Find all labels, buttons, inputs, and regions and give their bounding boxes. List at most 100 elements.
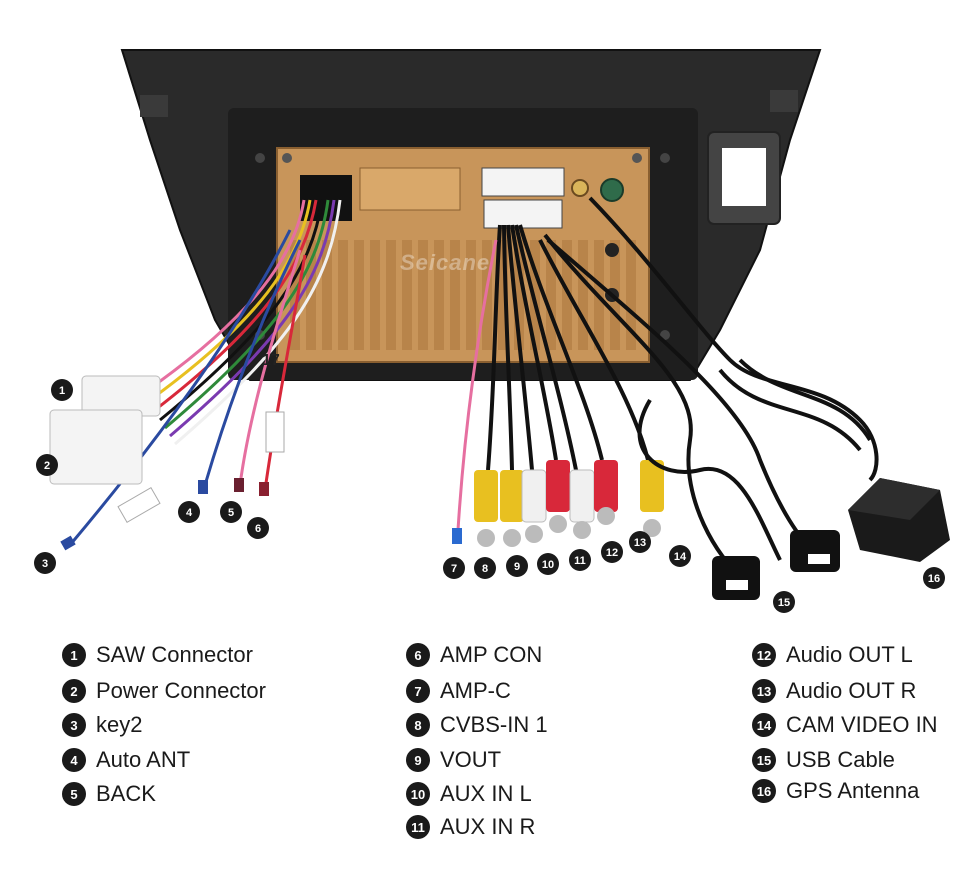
brand-watermark: Seicane	[400, 250, 491, 275]
bezel-bracket-window	[722, 148, 766, 206]
amp-c-wire	[456, 239, 498, 531]
callout-12: 12	[601, 541, 623, 563]
legend-label: Audio OUT L	[786, 642, 913, 667]
legend-item: 14 CAM VIDEO IN	[752, 712, 938, 738]
legend-item: 13 Audio OUT R	[752, 678, 916, 704]
legend-number-badge: 11	[406, 815, 430, 839]
legend-label: CAM VIDEO IN	[786, 712, 938, 737]
legend-item: 11 AUX IN R	[406, 814, 535, 840]
power-connector	[49, 409, 143, 485]
legend-label: Audio OUT R	[786, 678, 917, 703]
callout-number: 11	[574, 555, 586, 567]
callout-number: 12	[606, 547, 618, 559]
callout-number: 5	[228, 507, 234, 519]
callout-number: 2	[44, 460, 50, 472]
rca-plug-aux-in-l	[521, 469, 547, 543]
legend-number-badge: 2	[62, 679, 86, 703]
amp-c-tip	[452, 528, 462, 544]
callout-number: 9	[514, 561, 520, 573]
label-tag-auto-ant	[117, 487, 161, 523]
callout-number: 10	[542, 559, 554, 571]
legend-label: AUX IN L	[440, 781, 532, 806]
callout-4: 4	[178, 501, 200, 523]
radio-antenna-socket	[600, 178, 624, 202]
callout-16: 16	[923, 567, 945, 589]
legend-item: 5 BACK	[62, 781, 156, 807]
legend-number-badge: 14	[752, 713, 776, 737]
callout-number: 6	[255, 523, 261, 535]
legend-label: SAW Connector	[96, 642, 253, 667]
legend-item: 8 CVBS-IN 1	[406, 712, 548, 738]
panel-port-1	[605, 243, 619, 257]
legend-number-badge: 10	[406, 782, 430, 806]
callout-number: 16	[928, 573, 940, 585]
rca-plug-cam-video-in	[640, 460, 664, 537]
rca-plug-audio-out-l	[569, 469, 595, 539]
gps-antenna	[848, 478, 950, 562]
legend-label: GPS Antenna	[786, 778, 920, 803]
legend-label: key2	[96, 712, 143, 737]
legend-number-badge: 4	[62, 748, 86, 772]
legend-item: 1 SAW Connector	[62, 642, 253, 668]
callout-2: 2	[36, 454, 58, 476]
wire-tips	[60, 478, 269, 551]
legend-number-badge: 16	[752, 779, 776, 803]
legend-number-badge: 5	[62, 782, 86, 806]
callout-1: 1	[51, 379, 73, 401]
callout-number: 4	[186, 507, 193, 519]
callout-number: 14	[674, 551, 687, 563]
legend-number-badge: 12	[752, 643, 776, 667]
bezel-clip-left	[140, 95, 168, 117]
callout-15: 15	[773, 591, 795, 613]
callout-5: 5	[220, 501, 242, 523]
power-harness-wires	[68, 199, 342, 546]
legend-label: AMP CON	[440, 642, 543, 667]
rca-plug-aux-in-r	[546, 460, 570, 533]
rca-plug-cvbs-in-1	[474, 470, 498, 547]
usb-cables	[543, 233, 817, 577]
callout-14: 14	[669, 545, 691, 567]
bezel-clip-right	[770, 90, 798, 112]
gps-cable	[588, 196, 879, 482]
callout-number: 8	[482, 563, 488, 575]
legend-label: Power Connector	[96, 678, 266, 703]
legend-number-badge: 1	[62, 643, 86, 667]
callout-11: 11	[569, 549, 591, 571]
legend-item: 16 GPS Antenna	[752, 778, 919, 804]
legend-label: BACK	[96, 781, 156, 806]
legend-number-badge: 8	[406, 713, 430, 737]
callout-8: 8	[474, 557, 496, 579]
legend-label: AMP-C	[440, 678, 511, 703]
legend-number-badge: 3	[62, 713, 86, 737]
legend-item: 7 AMP-C	[406, 678, 511, 704]
legend-label: USB Cable	[786, 747, 895, 772]
legend-label: CVBS-IN 1	[440, 712, 548, 737]
legend-label: AUX IN R	[440, 814, 536, 839]
usb-plug-1	[712, 556, 760, 600]
callout-number: 3	[42, 558, 48, 570]
legend-number-badge: 13	[752, 679, 776, 703]
legend-number-badge: 7	[406, 679, 430, 703]
rca-plug-audio-out-r	[594, 460, 618, 525]
legend-number-badge: 15	[752, 748, 776, 772]
label-tag-key2	[265, 411, 285, 453]
legend-label: Auto ANT	[96, 747, 191, 772]
usb-plug-2	[790, 530, 840, 572]
panel-plate	[359, 167, 461, 211]
callout-number: 15	[778, 597, 790, 609]
legend-item: 12 Audio OUT L	[752, 642, 913, 668]
callout-9: 9	[506, 555, 528, 577]
callout-number: 7	[451, 563, 457, 575]
legend-number-badge: 9	[406, 748, 430, 772]
legend-item: 2 Power Connector	[62, 678, 266, 704]
callout-3: 3	[34, 552, 56, 574]
panel-multi-socket-bottom	[483, 199, 563, 229]
legend-item: 3 key2	[62, 712, 142, 738]
callout-number: 13	[634, 537, 646, 549]
panel-multi-socket-top	[481, 167, 565, 197]
callout-10: 10	[537, 553, 559, 575]
